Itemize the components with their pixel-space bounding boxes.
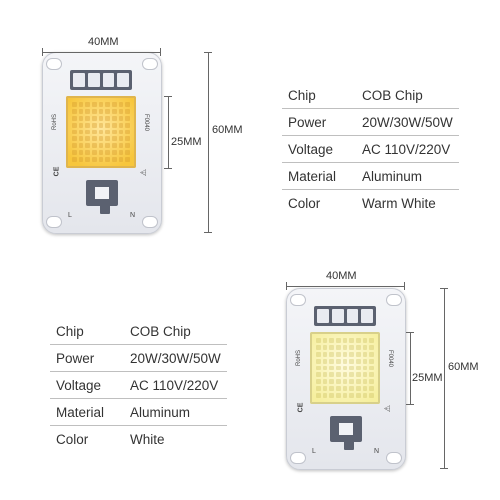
spec-value: COB Chip bbox=[124, 318, 227, 345]
spec-value: 20W/30W/50W bbox=[356, 108, 459, 136]
height-dimension-line bbox=[208, 52, 209, 232]
width-label: 40MM bbox=[88, 36, 119, 48]
resistor bbox=[100, 204, 110, 214]
spec-value: Aluminum bbox=[356, 162, 459, 190]
cob-chip-white bbox=[310, 332, 380, 404]
n-terminal-label: N bbox=[374, 448, 380, 455]
warning-icon: ⚠ bbox=[139, 168, 149, 177]
led-module-white: RoHS CE F0040 ⚠ L N bbox=[286, 288, 406, 470]
width-dimension-line bbox=[286, 286, 404, 287]
chip-dimension-line bbox=[168, 96, 169, 168]
dimension-tick bbox=[406, 404, 414, 405]
spec-value: Warm White bbox=[362, 195, 436, 211]
l-terminal-label: L bbox=[312, 448, 316, 455]
spec-value: AC 110V/220V bbox=[356, 135, 459, 163]
rohs-mark: RoHS bbox=[52, 113, 58, 130]
driver-ic-pins bbox=[314, 306, 376, 326]
dimension-tick bbox=[440, 288, 448, 289]
capacitor bbox=[86, 180, 118, 206]
spec-key: Power bbox=[50, 344, 124, 372]
dimension-tick bbox=[286, 282, 287, 290]
chip-size-label: 25MM bbox=[171, 136, 202, 148]
dimension-tick bbox=[164, 168, 172, 169]
spec-key: Color bbox=[56, 431, 89, 447]
table-row: Color Warm White bbox=[282, 190, 459, 217]
mount-hole bbox=[290, 452, 306, 464]
spec-key: Chip bbox=[50, 318, 124, 345]
mount-hole bbox=[386, 294, 402, 306]
table-row: Color White bbox=[50, 426, 227, 453]
dimension-tick bbox=[204, 232, 212, 233]
led-module-warm: RoHS CE F0040 ⚠ L N bbox=[42, 52, 162, 234]
model-mark: F0040 bbox=[387, 350, 393, 368]
spec-key: Power bbox=[282, 108, 356, 136]
mount-hole bbox=[386, 452, 402, 464]
spec-key: Voltage bbox=[282, 135, 356, 163]
width-dimension-line bbox=[42, 52, 160, 53]
l-terminal-label: L bbox=[68, 212, 72, 219]
warning-icon: ⚠ bbox=[383, 404, 393, 413]
cob-chip-warm bbox=[66, 96, 136, 168]
dimension-tick bbox=[164, 96, 172, 97]
spec-value: 20W/30W/50W bbox=[124, 344, 227, 372]
spec-value: White bbox=[130, 431, 165, 447]
spec-key: Voltage bbox=[50, 371, 124, 399]
chip-dimension-line bbox=[410, 332, 411, 404]
dimension-tick bbox=[160, 48, 161, 56]
height-label: 60MM bbox=[212, 124, 243, 136]
n-terminal-label: N bbox=[130, 212, 136, 219]
height-dimension-line bbox=[444, 288, 445, 468]
ce-mark: CE bbox=[297, 402, 305, 413]
spec-value: COB Chip bbox=[356, 82, 459, 109]
width-label: 40MM bbox=[326, 270, 357, 282]
ce-mark: CE bbox=[53, 166, 61, 177]
spec-key: Material bbox=[282, 162, 356, 190]
mount-hole bbox=[142, 216, 158, 228]
spec-value: Aluminum bbox=[124, 398, 227, 426]
dimension-tick bbox=[406, 332, 414, 333]
spec-key: Color bbox=[288, 195, 321, 211]
mount-hole bbox=[290, 294, 306, 306]
dimension-tick bbox=[404, 282, 405, 290]
spec-key: Chip bbox=[282, 82, 356, 109]
dimension-tick bbox=[204, 52, 212, 53]
spec-value: AC 110V/220V bbox=[124, 371, 227, 399]
mount-hole bbox=[142, 58, 158, 70]
mount-hole bbox=[46, 58, 62, 70]
spec-key: Material bbox=[50, 398, 124, 426]
dimension-tick bbox=[42, 48, 43, 56]
driver-ic-pins bbox=[70, 70, 132, 90]
capacitor bbox=[330, 416, 362, 442]
chip-size-label: 25MM bbox=[412, 372, 443, 384]
rohs-mark: RoHS bbox=[296, 349, 302, 366]
model-mark: F0040 bbox=[143, 114, 149, 132]
resistor bbox=[344, 440, 354, 450]
mount-hole bbox=[46, 216, 62, 228]
height-label: 60MM bbox=[448, 361, 479, 373]
dimension-tick bbox=[440, 468, 448, 469]
